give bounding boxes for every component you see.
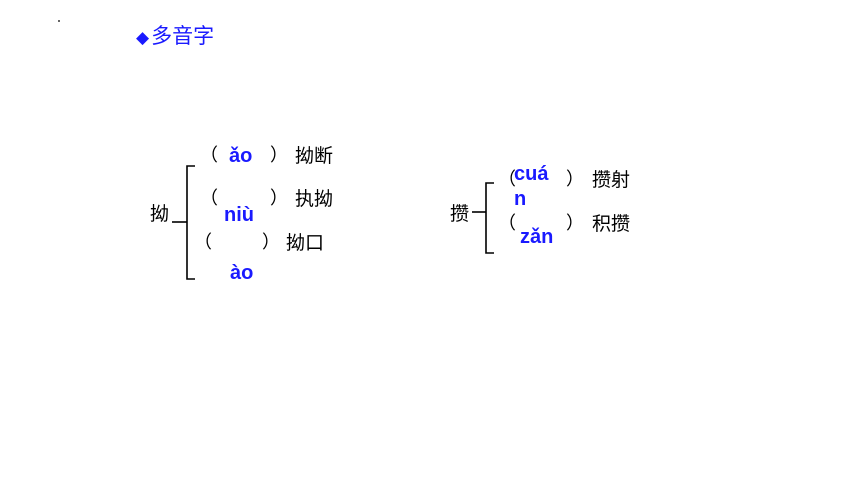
group1-entry1-close: ） [270, 145, 288, 166]
group2-entry2-close: ） [566, 213, 584, 234]
group1-entry3-word: 拗口 [286, 232, 325, 254]
group1-entry3-close: ） [262, 232, 280, 253]
group2-entry1-word: 攒射 [592, 169, 631, 191]
group2-entry2-word: 积攒 [592, 213, 631, 235]
group1-entry3-pinyin: ào [230, 262, 254, 284]
stray-dot [58, 20, 60, 22]
title-text: 多音字 [151, 24, 215, 48]
group1-entry2-close: ） [270, 188, 288, 209]
group1-entry1-word: 拗断 [295, 145, 334, 167]
diamond-bullet-icon: ◆ [136, 28, 150, 48]
brace-group2 [485, 182, 494, 254]
group1-entry1-pinyin: ǎo [229, 145, 253, 167]
group1-entry2-word: 执拗 [295, 188, 334, 210]
group1-entry1-open: （ [200, 145, 218, 166]
group1-character: 拗 [150, 203, 170, 225]
group2-entry2-open: （ [498, 213, 516, 234]
group1-entry2-open: （ [200, 188, 218, 209]
brace-group1 [186, 165, 195, 280]
group2-entry1-pinyin-line1: cuá [514, 163, 549, 185]
group2-entry1-open: （ [498, 169, 516, 190]
group2-entry2-pinyin: zǎn [520, 226, 554, 248]
group2-entry1-pinyin-line2: n [514, 188, 527, 210]
group1-entry2-pinyin: niù [224, 204, 254, 226]
page-title: ◆多音字 [136, 22, 214, 52]
group1-entry3-open: （ [194, 232, 212, 253]
group2-character: 攒 [450, 203, 470, 225]
group2-entry1-close: ） [566, 169, 584, 190]
